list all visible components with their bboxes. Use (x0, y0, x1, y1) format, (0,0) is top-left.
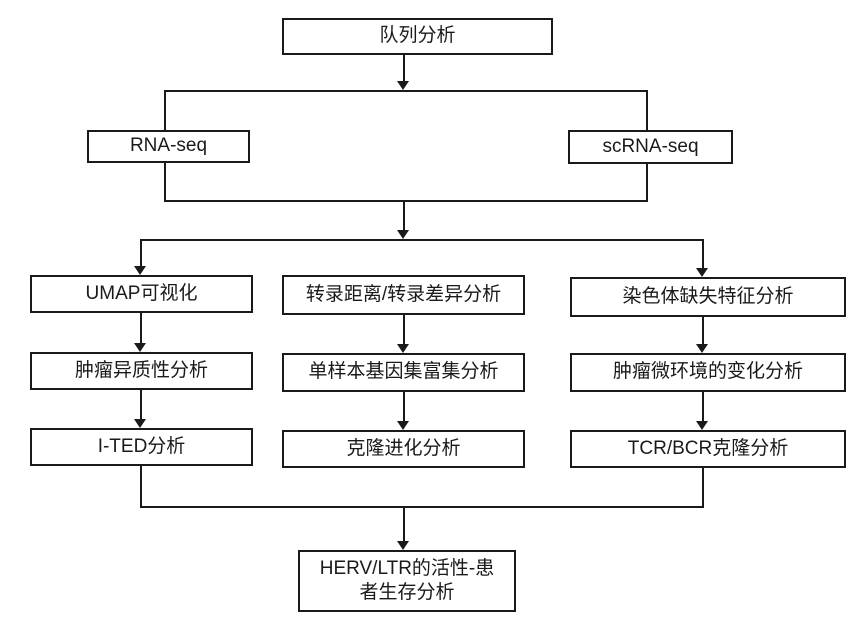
arrowhead-down-icon (397, 421, 409, 430)
connector-rnaseq-in (164, 90, 166, 130)
connector-analysis-bus (140, 239, 704, 241)
connector-ssgsea-to-clonal (403, 392, 405, 421)
node-tme-change: 肿瘤微环境的变化分析 (570, 353, 846, 392)
connector-cohort-down (403, 55, 405, 82)
arrowhead-down-icon (397, 230, 409, 239)
arrowhead-down-icon (134, 419, 146, 428)
node-herv-ltr-survival-label: HERV/LTR的活性-患 者生存分析 (320, 557, 495, 605)
connector-transdist-to-ssgsea (403, 315, 405, 344)
arrowhead-down-icon (397, 344, 409, 353)
connector-ited-out (140, 466, 142, 508)
connector-heterogeneity-to-ited (140, 390, 142, 419)
herv-label-line2: 者生存分析 (359, 582, 455, 603)
node-clonal-evolution: 克隆进化分析 (282, 430, 525, 468)
connector-seq-to-analysis-bus (403, 200, 405, 230)
connector-scrnaseq-in (646, 90, 648, 130)
node-tcr-bcr-clone: TCR/BCR克隆分析 (570, 430, 846, 468)
node-scrna-seq: scRNA-seq (568, 130, 733, 164)
node-rna-seq: RNA-seq (87, 130, 250, 163)
connector-umap-to-heterogeneity (140, 313, 142, 343)
node-cohort-analysis: 队列分析 (282, 18, 553, 55)
node-transcription-distance: 转录距离/转录差异分析 (282, 275, 525, 315)
connector-chromosome-to-tme (702, 317, 704, 344)
arrowhead-down-icon (134, 266, 146, 275)
arrowhead-down-icon (397, 541, 409, 550)
connector-seq-bus-top (164, 90, 648, 92)
connector-seq-bus-bottom (164, 200, 648, 202)
herv-label-line1: HERV/LTR的活性-患 (319, 558, 495, 580)
arrowhead-down-icon (134, 343, 146, 352)
connector-bus-to-chromosome (702, 239, 704, 268)
arrowhead-down-icon (696, 344, 708, 353)
arrowhead-down-icon (696, 421, 708, 430)
connector-scrnaseq-out (646, 164, 648, 200)
node-ited-analysis: I-TED分析 (30, 428, 253, 466)
node-herv-ltr-survival: HERV/LTR的活性-患 者生存分析 (298, 550, 516, 612)
node-tumor-heterogeneity: 肿瘤异质性分析 (30, 352, 253, 390)
node-chromosome-loss-signature: 染色体缺失特征分析 (570, 277, 846, 317)
connector-rnaseq-out (164, 163, 166, 200)
connector-bus-to-umap (140, 239, 142, 266)
node-umap-visualization: UMAP可视化 (30, 275, 253, 313)
arrowhead-down-icon (696, 268, 708, 277)
connector-tcrbcr-out (702, 468, 704, 508)
connector-tme-to-tcrbcr (702, 392, 704, 421)
connector-merge-bus (140, 506, 704, 508)
connector-bus-to-herv (403, 506, 405, 541)
arrowhead-down-icon (397, 81, 409, 90)
node-single-sample-gsea: 单样本基因集富集分析 (282, 353, 525, 392)
